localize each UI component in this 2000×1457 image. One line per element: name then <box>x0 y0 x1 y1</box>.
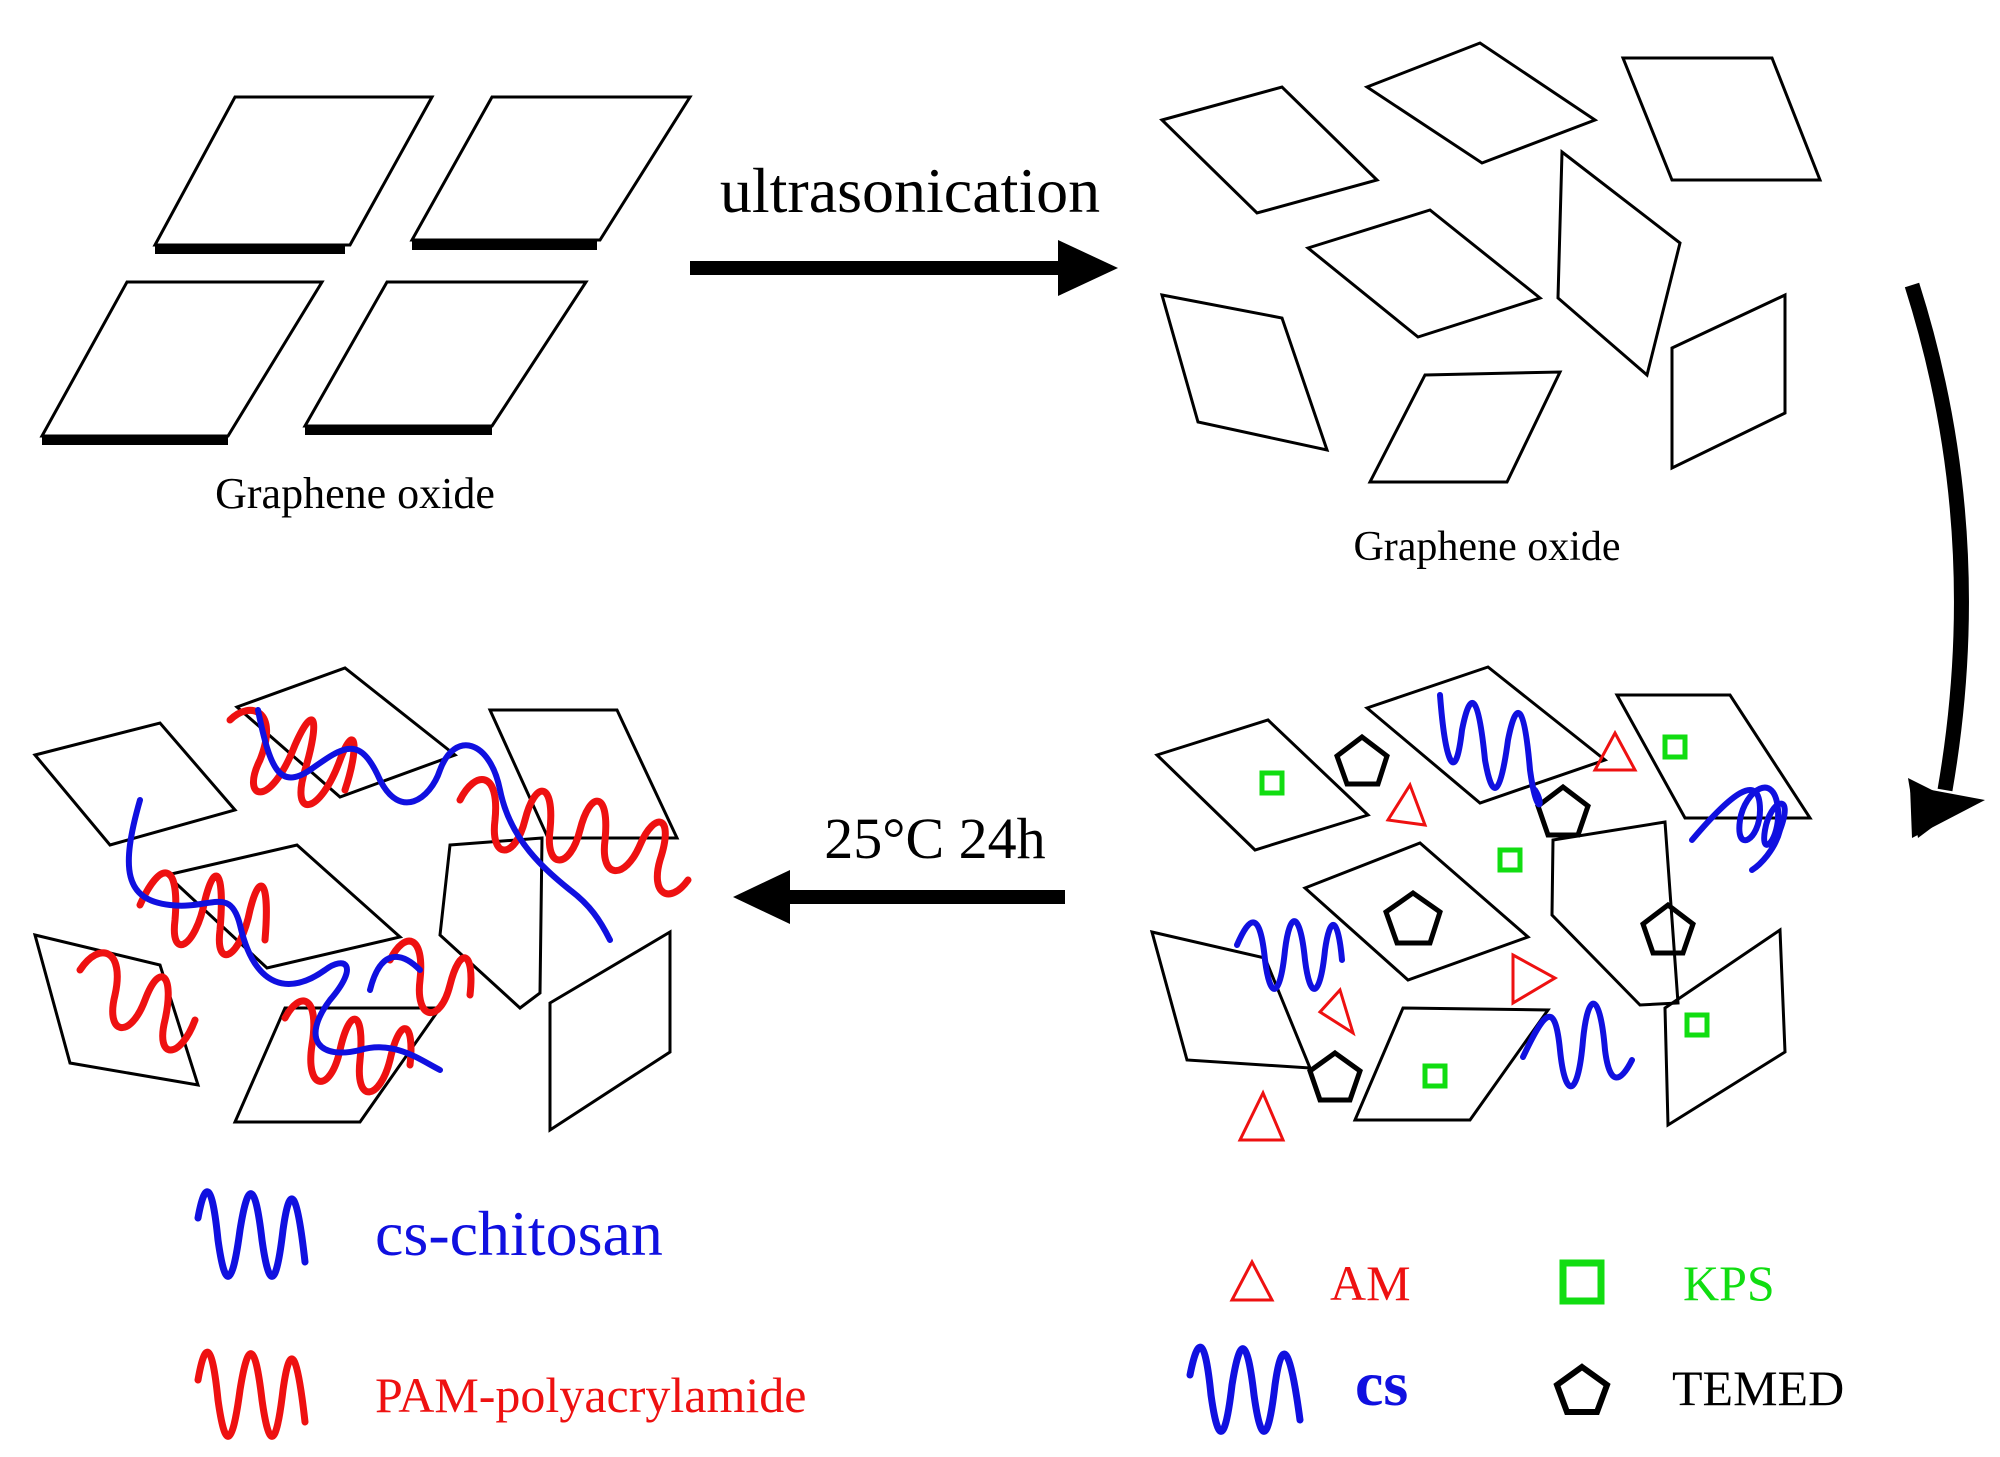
am-markers <box>1237 729 1638 1142</box>
go-sheet <box>232 1006 443 1124</box>
go-sheet <box>1620 56 1823 182</box>
wave-icon <box>194 1188 309 1280</box>
graphene-oxide-label-left: Graphene oxide <box>215 469 495 518</box>
go-sheet <box>1614 693 1813 820</box>
go-sheet <box>1363 665 1609 805</box>
legend-kps: KPS <box>1559 1255 1775 1311</box>
go-sheet <box>1363 41 1599 165</box>
go-sheet <box>487 708 680 840</box>
wave-icon <box>194 1348 309 1440</box>
wave-icon <box>1186 1343 1304 1435</box>
legend-cs-chitosan-label: cs-chitosan <box>375 1198 663 1269</box>
go-sheet <box>409 95 693 242</box>
legend-cs-label: cs <box>1355 1348 1408 1419</box>
cs-chains-mixture <box>1234 692 1788 1090</box>
condition-label: 25°C 24h <box>824 806 1045 871</box>
go-sheet <box>163 843 404 970</box>
go-sheet <box>1302 841 1531 982</box>
legend-kps-label: KPS <box>1683 1255 1775 1311</box>
graphene-oxide-label-right: Graphene oxide <box>1353 524 1620 570</box>
kps-markers <box>1259 734 1710 1089</box>
curved-arrow <box>1904 282 1985 838</box>
go-sheet <box>1154 718 1371 852</box>
hydrogel-sheets <box>32 666 680 1133</box>
legend-pam: PAM-polyacrylamide <box>194 1348 806 1440</box>
ultrasonication-arrow <box>690 240 1118 296</box>
go-sheet <box>1159 85 1380 215</box>
legend-am-label: AM <box>1330 1255 1411 1311</box>
legend-temed: TEMED <box>1553 1360 1844 1416</box>
go-sheet <box>1352 1006 1551 1122</box>
go-sheet <box>32 932 201 1087</box>
go-sheet <box>39 280 325 438</box>
pam-chains-hydrogel <box>76 707 692 1096</box>
go-sheet <box>1159 293 1330 453</box>
legend-cs-chitosan: cs-chitosan <box>194 1188 663 1280</box>
legend-am: AM <box>1229 1255 1411 1311</box>
go-sheet <box>152 95 435 247</box>
pentagon-icon <box>1553 1363 1611 1415</box>
go-sheet <box>302 280 589 428</box>
legend-pam-label: PAM-polyacrylamide <box>375 1367 806 1423</box>
mixture-sheets <box>1149 665 1813 1128</box>
go-sheet <box>548 929 672 1133</box>
legend-temed-label: TEMED <box>1672 1360 1844 1416</box>
go-sheet <box>32 721 238 847</box>
go-sheet <box>1663 927 1787 1128</box>
exfoliated-graphene-oxide <box>1159 41 1823 484</box>
square-icon <box>1559 1259 1605 1305</box>
reaction-arrow <box>733 870 1065 924</box>
go-sheet <box>1550 820 1680 1007</box>
legend-cs: cs <box>1186 1343 1408 1435</box>
stacked-graphene-oxide <box>39 95 693 445</box>
go-sheet <box>1670 292 1787 471</box>
ultrasonication-label: ultrasonication <box>720 155 1100 226</box>
temed-markers <box>1307 733 1696 1103</box>
triangle-icon <box>1229 1258 1275 1302</box>
go-sheet <box>1556 149 1682 378</box>
go-sheet <box>1367 370 1563 484</box>
cs-chains-hydrogel <box>125 707 613 1073</box>
go-sheet <box>438 836 544 1010</box>
go-sheet <box>1304 208 1544 339</box>
